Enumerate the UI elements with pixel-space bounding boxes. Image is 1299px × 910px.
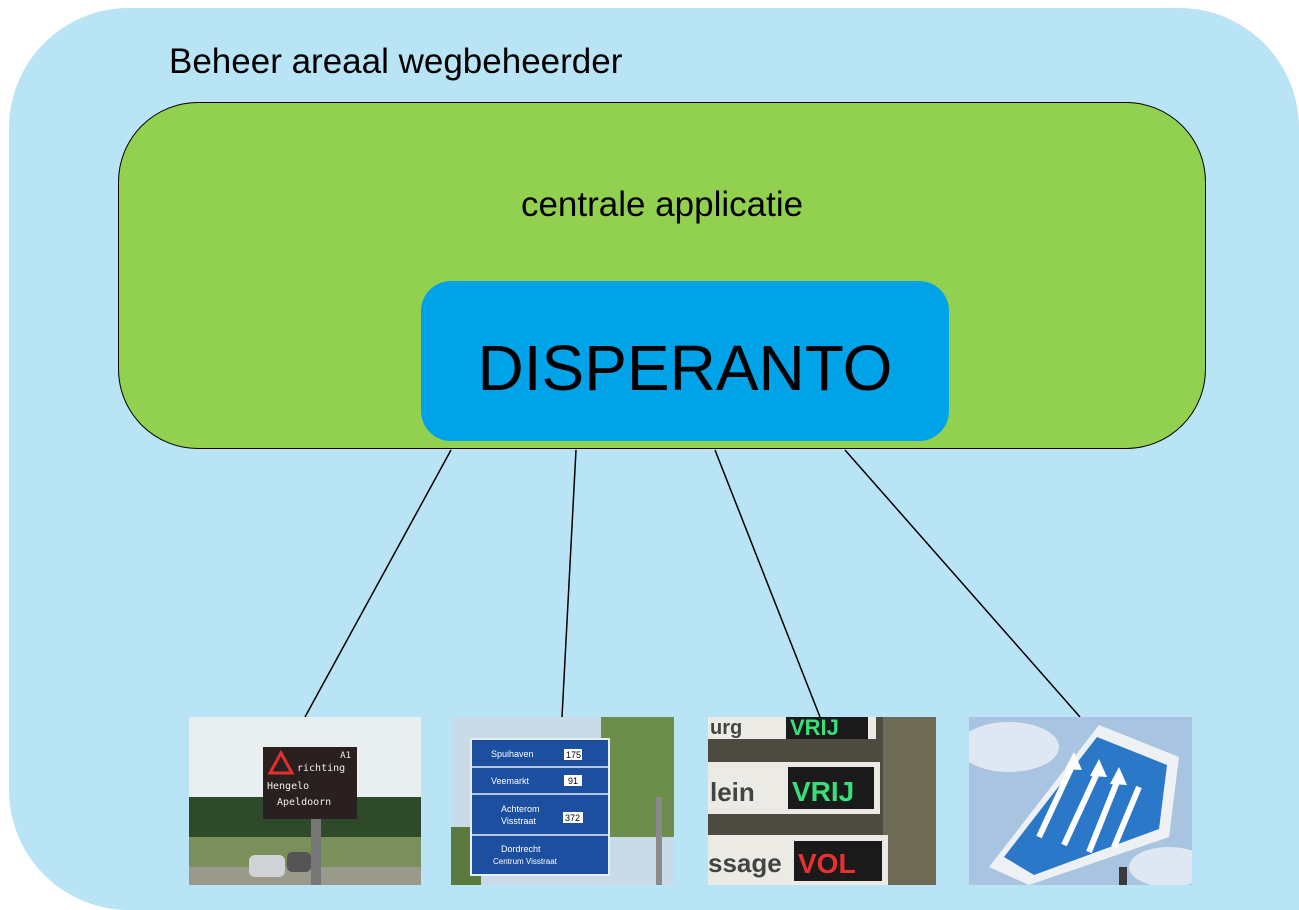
- sign-text: urg: [710, 717, 742, 739]
- sign-text: 91: [568, 776, 578, 786]
- sign-text: VOL: [798, 848, 856, 879]
- sign-text: 175: [566, 750, 581, 760]
- sign-text: richting: [297, 763, 345, 774]
- sign-text: A1: [340, 751, 351, 761]
- roadworks-display-sign: A1 richting Hengelo Apeldoorn: [189, 717, 421, 885]
- connector-line: [304, 449, 452, 718]
- sign-text: Hengelo: [267, 781, 309, 792]
- sign-text: Centrum Visstraat: [493, 857, 558, 866]
- sign-text: Achterom: [501, 804, 540, 814]
- sign-text: Visstraat: [501, 816, 536, 826]
- sign-text: Dordrecht: [501, 844, 541, 854]
- disperanto-box: [421, 281, 949, 441]
- sign-text: Spuihaven: [491, 749, 534, 759]
- sign-text: lein: [710, 777, 755, 807]
- central-application-title: centrale applicatie: [520, 185, 804, 224]
- parking-route-sign: Spuihaven 175 Veemarkt 91 Achterom Visst…: [451, 717, 674, 885]
- sign-text: ssage: [708, 848, 782, 878]
- connector-line: [561, 449, 577, 718]
- connector-line: [714, 449, 821, 718]
- connector-line: [844, 449, 1081, 718]
- sign-text: Veemarkt: [491, 776, 530, 786]
- sign-text: VRIJ: [792, 776, 854, 807]
- lane-overhead-sign: [969, 717, 1192, 885]
- region-title: Beheer areaal wegbeheerder: [169, 42, 623, 81]
- sign-text: VRIJ: [790, 717, 839, 740]
- sign-text: 372: [565, 813, 580, 823]
- disperanto-title: DISPERANTO: [477, 332, 893, 404]
- sign-text: Apeldoorn: [277, 797, 331, 808]
- parking-status-sign: urg VRIJ lein VRIJ ssage VOL: [708, 717, 936, 885]
